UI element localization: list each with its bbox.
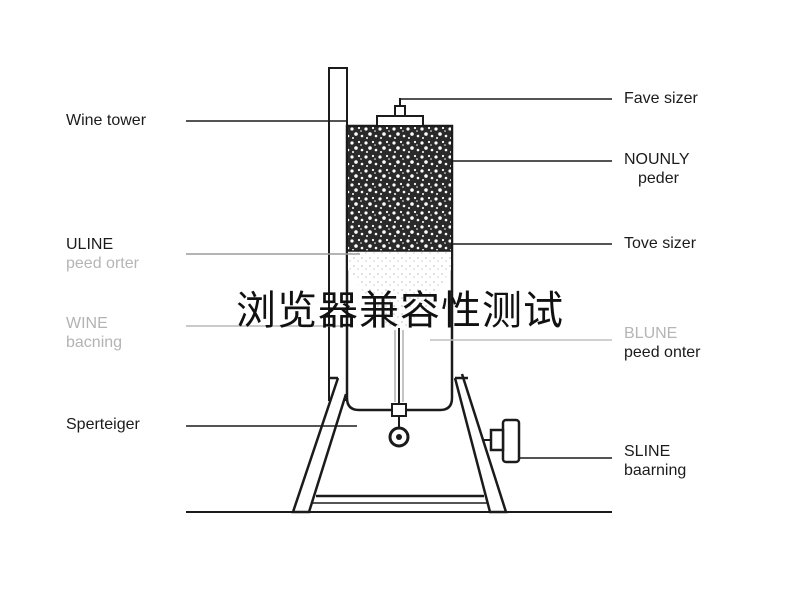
- label-tove-sizer: Tove sizer: [624, 235, 697, 252]
- filter-media: [348, 127, 451, 251]
- funnel: [348, 251, 451, 328]
- label-nounly: NOUNLY peder: [624, 151, 690, 187]
- label-wine-bacning: WINE bacning: [66, 315, 123, 351]
- label-uline: ULINE peed orter: [66, 236, 139, 272]
- label-blune: BLUNE peed onter: [624, 325, 701, 361]
- label-sperteiger: Sperteiger: [66, 416, 140, 433]
- top-cap: [376, 115, 424, 127]
- label-wine-tower: Wine tower: [66, 112, 147, 129]
- tower-post: [328, 67, 348, 401]
- valve: [391, 403, 407, 417]
- side-crank: [501, 418, 521, 464]
- stand-left-leg: [291, 377, 348, 514]
- watermark-text: 浏览器兼容性测试: [236, 288, 564, 334]
- label-fave-sizer: Fave sizer: [624, 90, 698, 107]
- stand-right-leg: [453, 373, 508, 514]
- label-sline: SLINE baarning: [624, 443, 687, 479]
